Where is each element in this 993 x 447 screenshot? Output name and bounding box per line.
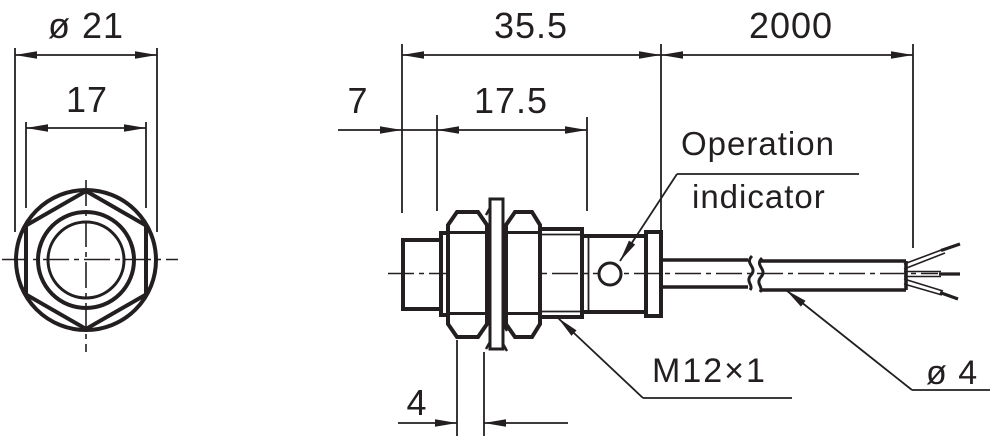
dim-2000-label: 2000 bbox=[749, 5, 833, 46]
dim-17-5-label: 17.5 bbox=[474, 80, 548, 121]
front-view: ø 21 17 bbox=[2, 5, 178, 352]
operation-indicator-leader-arrow bbox=[619, 173, 678, 262]
wire-top-tip bbox=[940, 242, 961, 253]
rear-cap bbox=[644, 230, 663, 318]
wire-bottom-outline bbox=[903, 278, 944, 292]
dim-7-label: 7 bbox=[347, 80, 368, 121]
sensing-face-cylinder bbox=[401, 238, 443, 311]
thread-spec-label: M12×1 bbox=[652, 352, 767, 390]
operation-indicator-led bbox=[597, 261, 623, 287]
toothed-washer bbox=[484, 197, 509, 352]
wire-top-outline bbox=[903, 248, 945, 265]
hex-nut-front bbox=[446, 210, 489, 339]
cable-break-curve-left bbox=[747, 254, 755, 291]
dim-4-label: 4 bbox=[406, 382, 427, 423]
dim-35-5-label: 35.5 bbox=[494, 5, 568, 46]
wire-bottom-outline bbox=[903, 283, 943, 296]
front-dia21-label: ø 21 bbox=[48, 5, 124, 46]
wire-leads bbox=[903, 242, 961, 301]
operation-indicator-label-line1: Operation bbox=[681, 125, 835, 162]
side-view bbox=[388, 197, 961, 352]
front-17-label: 17 bbox=[66, 79, 108, 120]
cable-break-curve-right bbox=[757, 256, 765, 293]
washer-plate bbox=[488, 197, 505, 351]
thread-spec-leader-arrow bbox=[557, 317, 644, 399]
front-core-circle bbox=[46, 220, 126, 300]
cable-diameter-label: ø 4 bbox=[926, 354, 978, 392]
wire-bottom-tip bbox=[939, 290, 959, 301]
side-dimensions: 35.5 2000 7 17.5 4 bbox=[338, 5, 914, 436]
operation-indicator-label-line2: indicator bbox=[692, 178, 826, 215]
hex-nut-rear bbox=[504, 210, 542, 339]
front-hexagon bbox=[24, 188, 148, 332]
wire-top-outline bbox=[903, 252, 946, 270]
front-thread-circle bbox=[36, 210, 136, 310]
cable-diameter-leader-arrow bbox=[785, 289, 913, 391]
leader-labels: Operation indicator M12×1 ø 4 bbox=[557, 125, 990, 399]
